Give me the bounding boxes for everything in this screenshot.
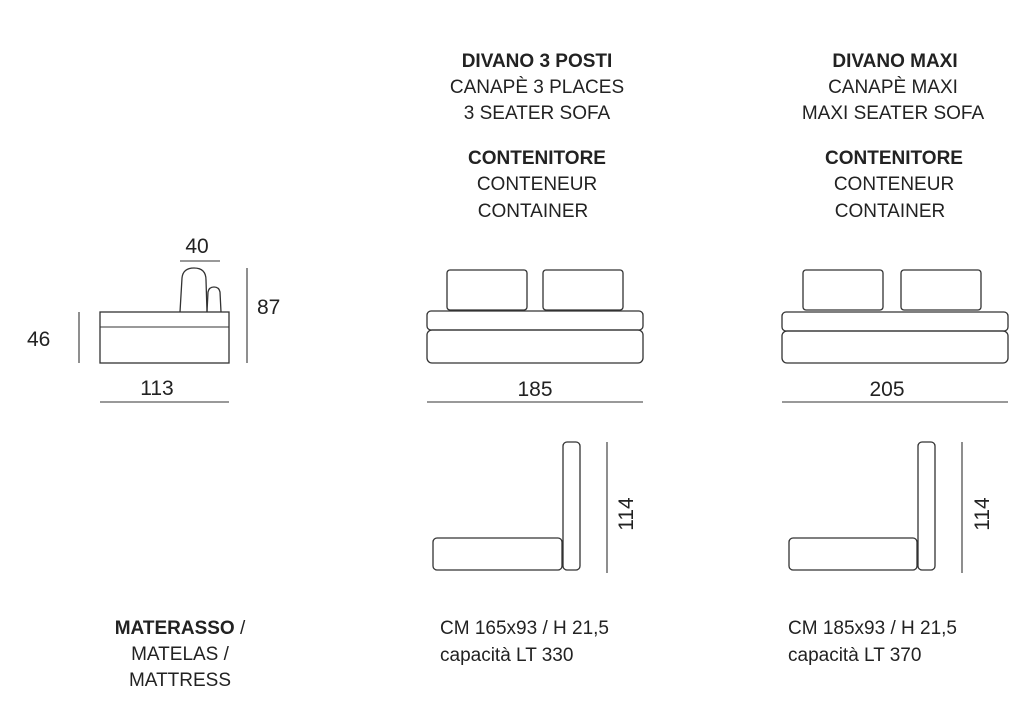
seat-base [426, 329, 644, 364]
three-seater-open-drawing [432, 441, 608, 573]
open-seat [432, 537, 563, 571]
three-seater-container-it: CONTENITORE [468, 148, 606, 169]
seat-top [781, 311, 1009, 332]
side-view-drawing [78, 260, 248, 403]
raised-backrest [562, 441, 581, 571]
side-view-cushion [206, 286, 222, 313]
three-seater-mattress-size: CM 165x93 / H 21,5 [440, 618, 609, 639]
back-cushion-right [900, 269, 982, 311]
maxi-capacity: capacità LT 370 [788, 645, 922, 666]
back-cushion-left [802, 269, 884, 311]
maxi-title-it: DIVANO MAXI [832, 51, 958, 72]
open-seat [788, 537, 918, 571]
maxi-mattress-size: CM 185x93 / H 21,5 [788, 618, 957, 639]
maxi-container-fr: CONTENEUR [833, 174, 955, 195]
three-seater-container-en: CONTAINER [477, 201, 589, 222]
dim-back-depth: 40 [185, 235, 209, 258]
side-view-base [99, 311, 230, 364]
maxi-open-height: 114 [971, 497, 994, 531]
three-seater-front-drawing [426, 269, 644, 403]
maxi-title-en: MAXI SEATER SOFA [801, 103, 985, 124]
side-view-backrest [179, 267, 208, 313]
seat-base [781, 330, 1009, 364]
back-cushion-right [542, 269, 624, 311]
three-seater-width: 185 [517, 378, 553, 401]
mattress-label-en: MATTRESS [128, 670, 232, 691]
mattress-label-separator: / [234, 618, 246, 639]
three-seater-open-height: 114 [615, 497, 638, 531]
maxi-front-drawing [781, 269, 1009, 403]
maxi-title-fr: CANAPÈ MAXI [828, 77, 958, 98]
maxi-width: 205 [869, 378, 905, 401]
dim-depth: 113 [140, 377, 174, 400]
three-seater-capacity: capacità LT 330 [440, 645, 574, 666]
maxi-container-it: CONTENITORE [825, 148, 963, 169]
mattress-label-it-word: MATERASSO [114, 618, 235, 639]
dim-seat-height: 46 [27, 328, 51, 351]
mattress-label-fr: MATELAS / [131, 644, 229, 665]
dim-total-height: 87 [257, 296, 281, 319]
three-seater-title-it: DIVANO 3 POSTI [461, 51, 613, 72]
three-seater-container-fr: CONTENEUR [476, 174, 598, 195]
seat-top [426, 310, 644, 331]
three-seater-title-fr: CANAPÈ 3 PLACES [449, 77, 625, 98]
three-seater-title-en: 3 SEATER SOFA [463, 103, 611, 124]
maxi-container-en: CONTAINER [834, 201, 946, 222]
back-cushion-left [446, 269, 528, 311]
maxi-open-drawing [788, 441, 963, 573]
mattress-label-it: MATERASSO / [115, 616, 246, 642]
raised-backrest [917, 441, 936, 571]
